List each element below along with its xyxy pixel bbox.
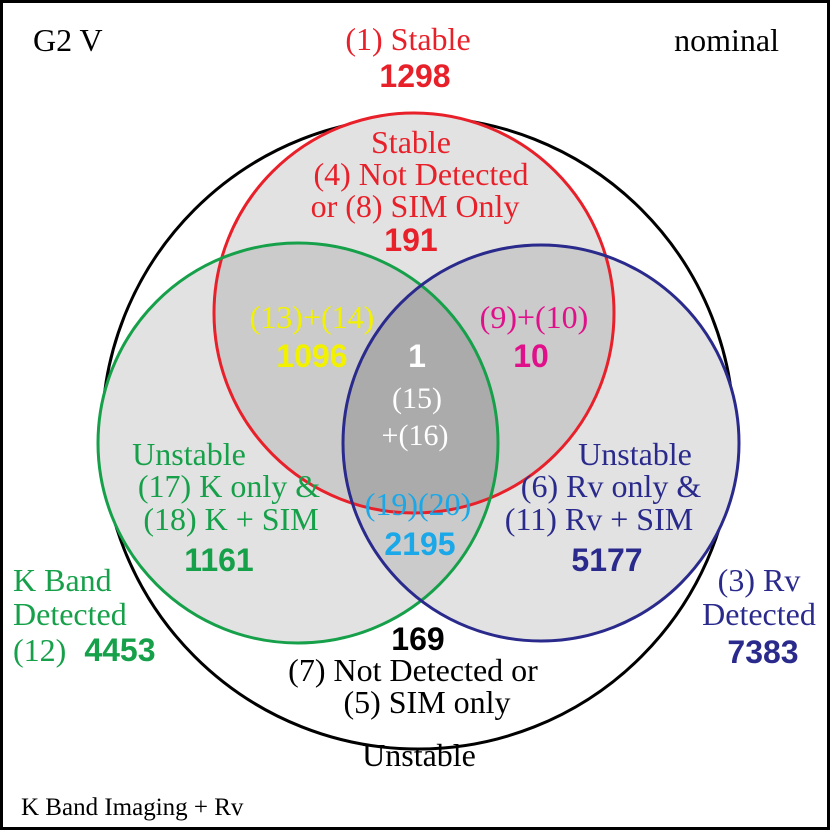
center-overlap-line-1: (15) xyxy=(392,382,442,415)
stable-header-count: 1298 xyxy=(379,58,450,94)
stable-k-overlap-label: (13)+(14) xyxy=(250,299,375,335)
k-rv-overlap-count: 2195 xyxy=(384,526,455,562)
k-region-count: 1161 xyxy=(184,542,253,578)
stable-rv-overlap-label: (9)+(10) xyxy=(480,299,589,335)
rv-region-line-3: (11) Rv + SIM xyxy=(505,501,693,537)
k-band-circle-outline xyxy=(96,241,500,645)
k-band-total-line-3: (12) 4453 xyxy=(13,632,156,668)
center-overlap-count: 1 xyxy=(408,338,426,374)
center-overlap-line-2: +(16) xyxy=(382,419,449,452)
stable-region-line-3: or (8) SIM Only xyxy=(311,188,520,224)
stable-region-line-1: Stable xyxy=(371,124,451,160)
k-region-line-3: (18) K + SIM xyxy=(143,501,318,537)
outer-region-line-2: (5) SIM only xyxy=(343,684,510,720)
k-band-total-line-2: Detected xyxy=(13,596,127,632)
outer-region-footer: Unstable xyxy=(362,737,476,773)
rv-region-line-2: (6) Rv only & xyxy=(521,468,702,504)
k-region-line-2: (17) K only & xyxy=(138,468,320,504)
scenario-label: nominal xyxy=(674,22,779,58)
outer-region-count: 169 xyxy=(391,621,444,657)
stable-region-line-2: (4) Not Detected xyxy=(313,156,528,192)
stable-k-overlap-count: 1096 xyxy=(276,338,347,374)
rv-total-line-2: Detected xyxy=(702,596,816,632)
k-region-line-1: Unstable xyxy=(132,436,246,472)
triple-overlap-fill xyxy=(343,245,498,513)
rv-region-count: 5177 xyxy=(571,542,642,578)
stable-rv-overlap-count: 10 xyxy=(513,338,549,374)
k-band-total-count: 4453 xyxy=(84,632,155,668)
stable-region-count: 191 xyxy=(384,222,437,258)
venn-diagram-svg: G2 V nominal K Band Imaging + Rv (1) Sta… xyxy=(13,21,816,821)
rv-circle-outline xyxy=(341,243,741,643)
star-type-label: G2 V xyxy=(33,22,103,58)
stable-circle-outline xyxy=(212,111,616,515)
rv-total-count: 7383 xyxy=(727,634,798,670)
outer-region-line-1: (7) Not Detected or xyxy=(288,652,538,688)
rv-total-line-1: (3) Rv xyxy=(718,562,801,598)
k-band-total-line-1: K Band xyxy=(13,562,112,598)
stable-header-label: (1) Stable xyxy=(345,21,470,57)
k-rv-overlap-label: (19)(20) xyxy=(365,486,472,522)
method-label: K Band Imaging + Rv xyxy=(21,794,244,821)
k-band-total-prefix: (12) xyxy=(13,632,66,668)
rv-region-line-1: Unstable xyxy=(578,436,692,472)
